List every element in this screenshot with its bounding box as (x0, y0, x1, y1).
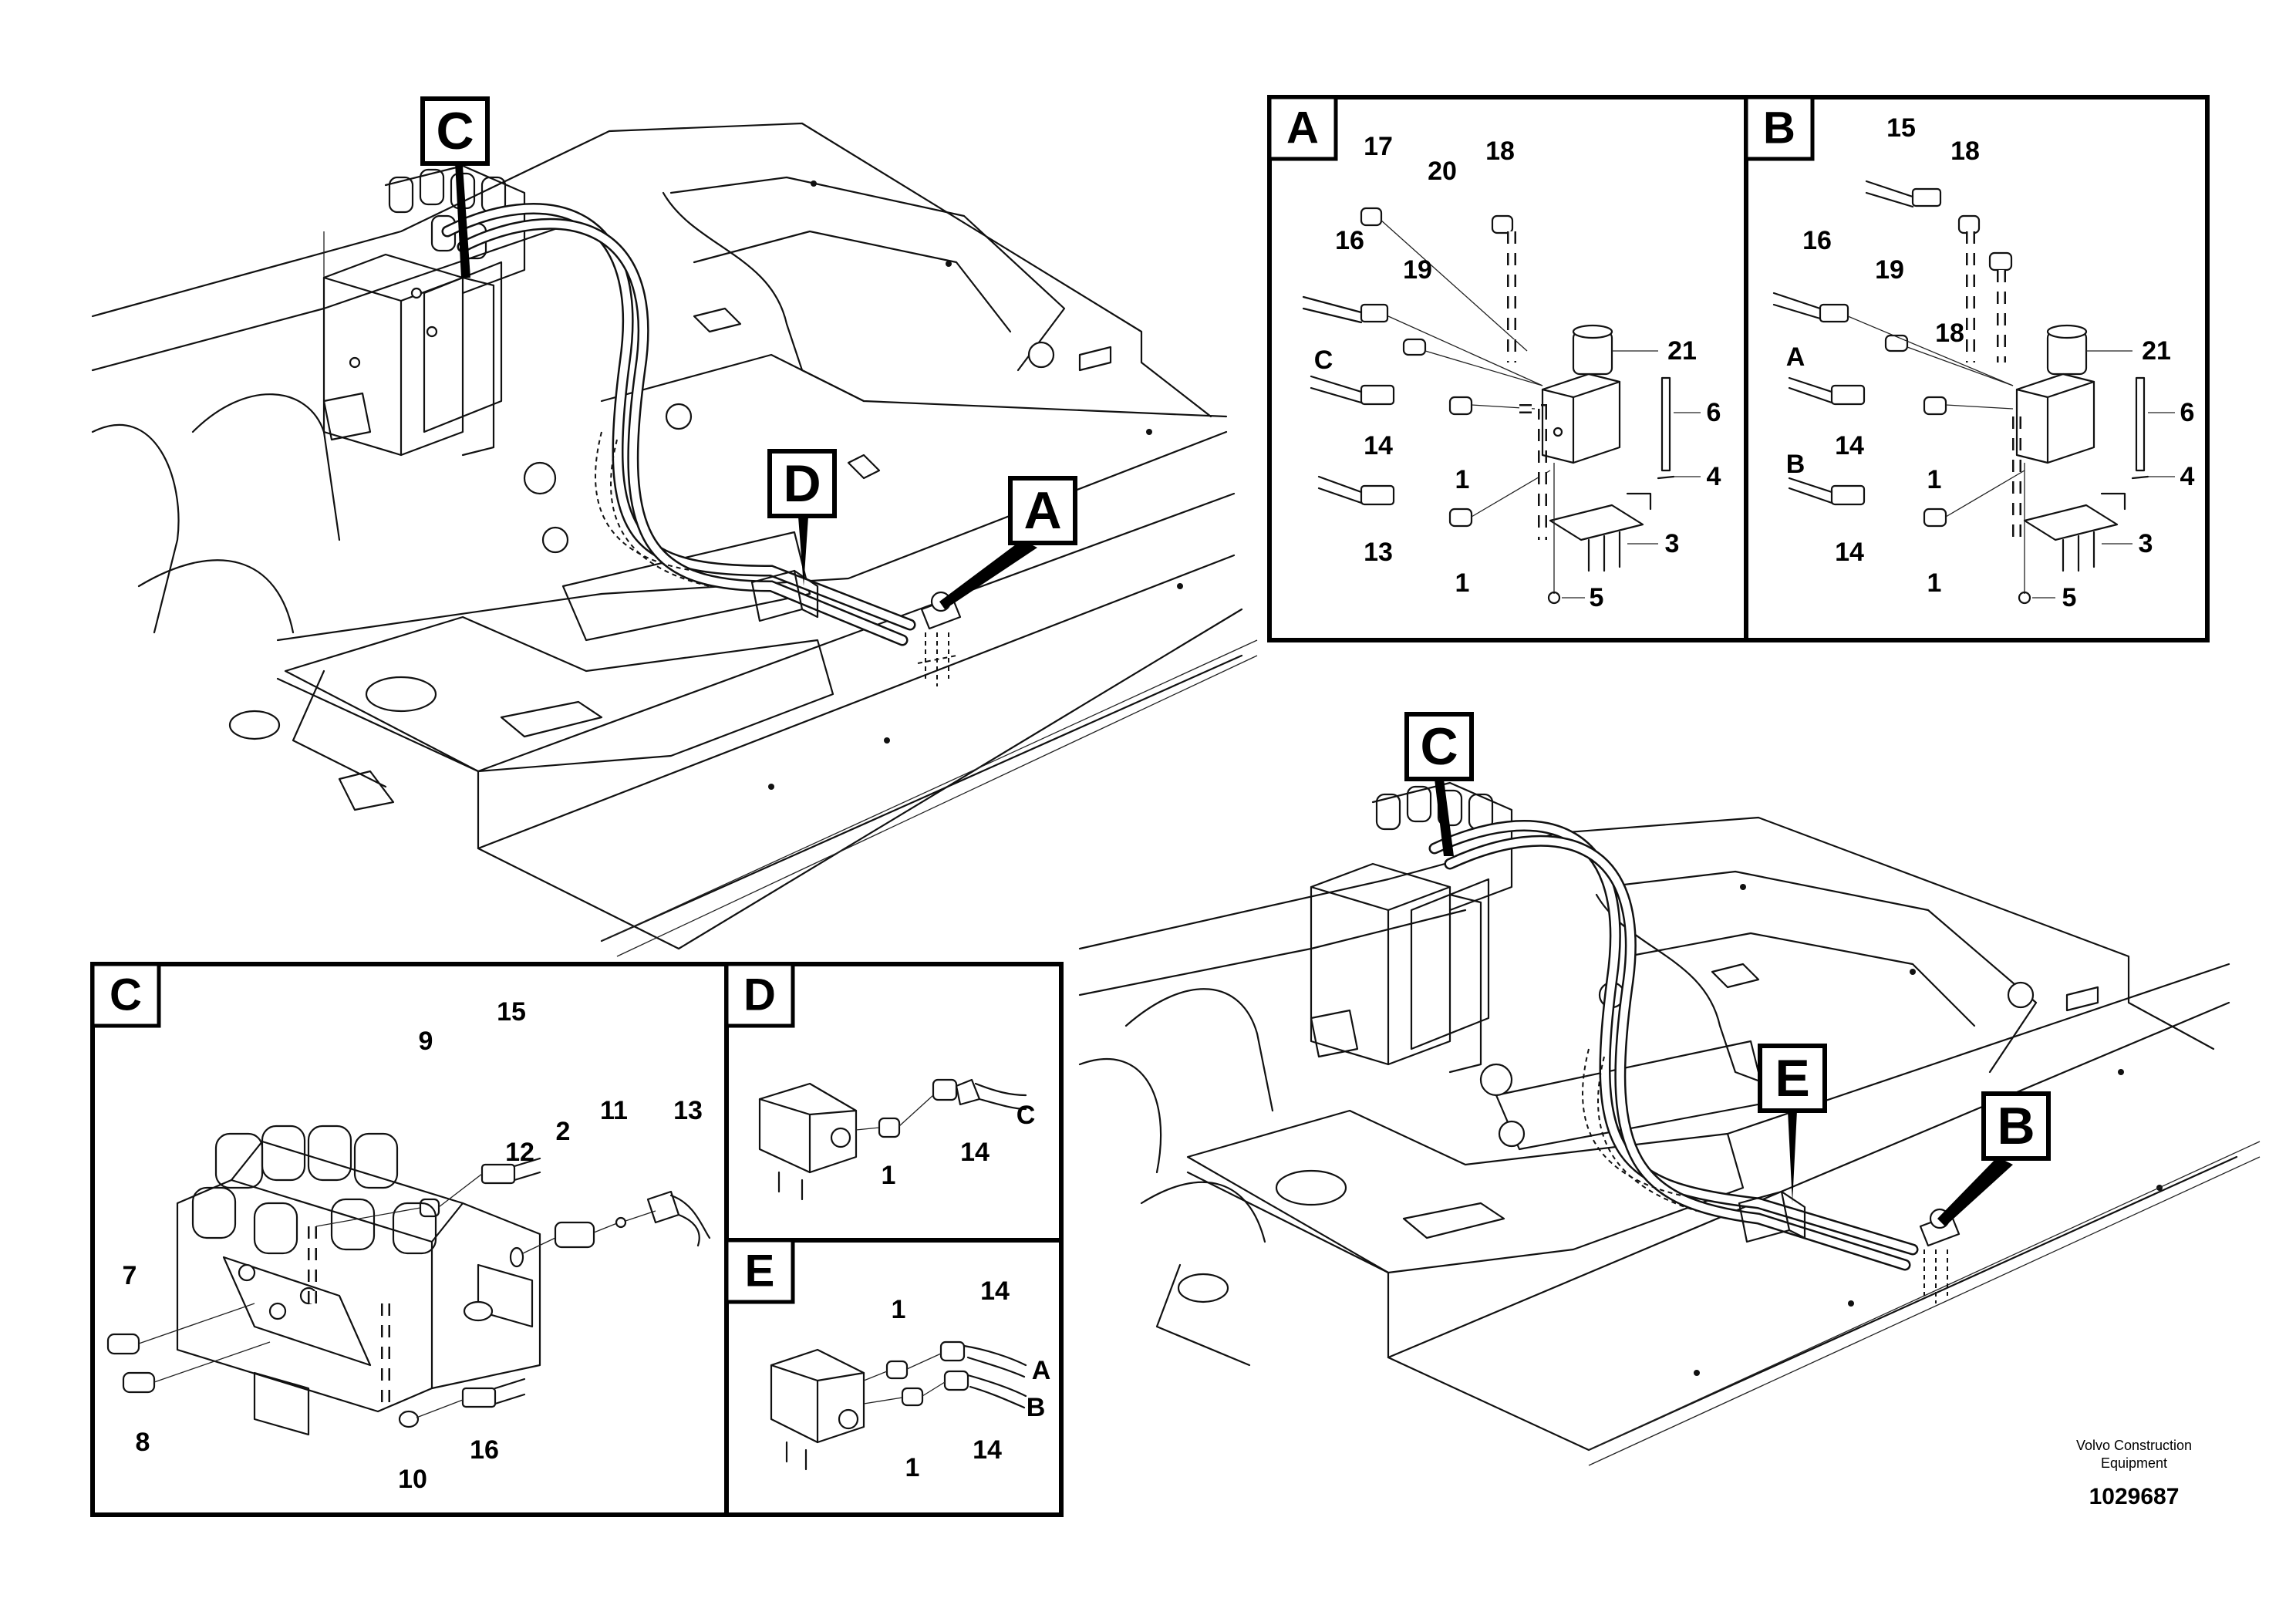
detail-a-label-14: 14 (1364, 431, 1393, 460)
detail-a-label-16: 16 (1335, 226, 1364, 255)
detail-d-label-c: C (1017, 1101, 1036, 1130)
solenoid-valve-a (917, 591, 962, 686)
detail-panel-a: A (1267, 95, 1748, 642)
detail-e-label-14b: 14 (973, 1435, 1002, 1465)
detail-b-label-18b: 18 (1935, 319, 1964, 348)
detail-d-label-1: 1 (882, 1161, 896, 1190)
detail-e-label-b: B (1027, 1393, 1046, 1422)
callout-b-bottom: B (1937, 1091, 2051, 1226)
detail-a-label-18: 18 (1485, 137, 1515, 166)
junction-block-e (1738, 1190, 1806, 1243)
detail-a-label-5: 5 (1590, 583, 1604, 612)
detail-b-label-1b: 1 (1927, 568, 1942, 598)
callout-d-top-label: D (783, 454, 821, 513)
detail-a-label-4: 4 (1707, 462, 1721, 491)
detail-c-label-12: 12 (505, 1138, 534, 1167)
detail-b-label-14b: 14 (1835, 538, 1864, 567)
callout-d-top: D (767, 449, 837, 586)
detail-b-label-14a: 14 (1835, 431, 1864, 460)
detail-a-label-20: 20 (1428, 157, 1457, 186)
callout-e-bottom: E (1758, 1044, 1827, 1203)
detail-a-label-3: 3 (1665, 529, 1680, 558)
detail-e-label-1b: 1 (905, 1453, 920, 1482)
detail-a-label-21: 21 (1667, 336, 1697, 366)
callout-b-bottom-label: B (1997, 1097, 2035, 1155)
detail-e-label-a: A (1032, 1356, 1051, 1385)
footer-company-line2: Equipment (2101, 1455, 2167, 1471)
detail-c-label-16: 16 (470, 1435, 499, 1465)
detail-b-label-16: 16 (1802, 226, 1832, 255)
detail-b-label-4: 4 (2180, 462, 2195, 491)
footer-company-line1: Volvo Construction (2076, 1438, 2192, 1453)
detail-c-label-2: 2 (556, 1117, 571, 1146)
detail-d-tab: D (743, 970, 776, 1020)
callout-a-top: A (939, 476, 1077, 609)
hose-bundle-bottom (1428, 820, 1919, 1271)
detail-b-label-19: 19 (1875, 255, 1904, 285)
callout-c-top-label: C (436, 102, 474, 160)
detail-e-label-1a: 1 (892, 1295, 906, 1324)
detail-c-label-9: 9 (419, 1027, 433, 1056)
callout-a-top-label: A (1023, 481, 1061, 540)
detail-panel-e: E 1 14 A B 1 14 (724, 1238, 1064, 1517)
callout-c-bottom: C (1404, 712, 1474, 856)
detail-c-label-10: 10 (398, 1465, 427, 1494)
detail-c-tab: C (110, 970, 142, 1020)
detail-b-label-5: 5 (2062, 583, 2077, 612)
detail-a-label-17: 17 (1364, 132, 1393, 161)
hose-bundle-top (441, 203, 916, 646)
detail-e-tab: E (745, 1246, 775, 1297)
valve-block-detail (176, 1125, 541, 1436)
overview-top-left: C D A (91, 96, 1258, 957)
detail-a-tab: A (1286, 103, 1319, 153)
detail-b-label-3: 3 (2139, 529, 2153, 558)
detail-a-label-19: 19 (1403, 255, 1432, 285)
detail-a-label-13: 13 (1364, 538, 1393, 567)
detail-c-label-7: 7 (123, 1261, 137, 1290)
detail-c-label-8: 8 (136, 1428, 150, 1457)
callout-c-top: C (420, 96, 490, 278)
detail-c-label-15: 15 (497, 997, 526, 1027)
detail-panel-c: C (90, 962, 729, 1517)
detail-c-label-11: 11 (600, 1096, 628, 1125)
detail-b-label-a: A (1786, 342, 1805, 372)
detail-d-label-14: 14 (960, 1138, 990, 1167)
detail-b-label-1a: 1 (1927, 465, 1942, 494)
callout-e-bottom-label: E (1775, 1049, 1809, 1108)
detail-panel-d: D 1 14 C (724, 962, 1064, 1243)
solenoid-valve-b (1919, 1208, 1961, 1303)
drawing-number: 1029687 (2089, 1484, 2180, 1509)
detail-b-label-15: 15 (1886, 113, 1916, 143)
solenoid-block-a (1541, 324, 1621, 464)
footer: Volvo Construction Equipment 1029687 (2076, 1438, 2192, 1509)
detail-b-label-b: B (1786, 450, 1805, 479)
detail-a-label-c: C (1314, 346, 1333, 375)
detail-a-label-6: 6 (1707, 398, 1721, 427)
detail-b-label-21: 21 (2142, 336, 2171, 366)
detail-b-label-6: 6 (2180, 398, 2195, 427)
callout-c-bottom-label: C (1420, 717, 1458, 776)
detail-e-label-14a: 14 (980, 1276, 1010, 1306)
detail-a-label-1a: 1 (1455, 465, 1470, 494)
overview-bottom-right: C E B (1078, 712, 2261, 1466)
detail-panel-b: B (1744, 95, 2210, 642)
solenoid-block-b (2015, 324, 2095, 464)
detail-b-tab: B (1763, 103, 1795, 153)
detail-b-label-18a: 18 (1950, 137, 1980, 166)
detail-c-label-13: 13 (673, 1096, 703, 1125)
junction-block-d (750, 569, 819, 622)
detail-a-label-1b: 1 (1455, 568, 1470, 598)
